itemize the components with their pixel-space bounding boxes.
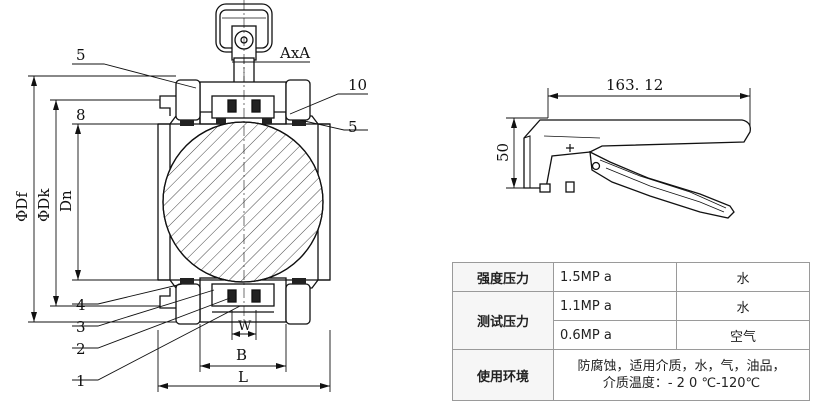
label-dn: Dn xyxy=(57,190,75,212)
label-w: W xyxy=(238,319,252,334)
environment-line-2: 介质温度：- 2 0 ℃-120℃ xyxy=(602,376,761,391)
left-ferrule xyxy=(157,79,201,325)
handle-height-dim: 50 xyxy=(494,143,512,162)
test-medium: 水 xyxy=(676,262,810,292)
label-df: ΦDf xyxy=(13,191,31,222)
table-row: 使用环境 防腐蚀，适用介质，水，气，油品， 介质温度：- 2 0 ℃-120℃ xyxy=(452,349,810,401)
row-label: 使用环境 xyxy=(452,349,554,401)
row-label: 测试压力 xyxy=(452,291,554,350)
handle-length-dim: 163. 12 xyxy=(606,76,663,94)
pressure-value: 1.1MP a xyxy=(553,291,677,321)
label-l: L xyxy=(238,368,248,386)
test-medium: 水 xyxy=(676,291,810,321)
test-medium: 空气 xyxy=(676,320,810,350)
handle-side-view xyxy=(506,88,751,219)
environment-line-1: 防腐蚀，适用介质，水，气，油品， xyxy=(577,359,786,374)
label-dk: ΦDk xyxy=(35,188,53,222)
row-label: 强度压力 xyxy=(452,262,554,292)
callout-10: 10 xyxy=(348,76,367,94)
arrow-heads xyxy=(31,76,330,389)
lower-body xyxy=(199,277,287,323)
pressure-value: 1.5MP a xyxy=(553,262,677,292)
callout-5-top: 5 xyxy=(76,46,86,64)
callout-3: 3 xyxy=(76,318,86,336)
label-axa: AxA xyxy=(279,44,310,62)
right-ferrule xyxy=(285,79,331,325)
environment-text: 防腐蚀，适用介质，水，气，油品， 介质温度：- 2 0 ℃-120℃ xyxy=(553,349,810,401)
dimension-lines xyxy=(28,61,368,392)
upper-body xyxy=(199,81,287,125)
table-row: 0.6MP a 空气 xyxy=(453,320,810,350)
seals xyxy=(180,118,306,284)
callout-8: 8 xyxy=(76,106,86,124)
spec-table: 强度压力 1.5MP a 水 测试压力 1.1MP a 水 0.6MP a 空气… xyxy=(452,262,810,401)
pressure-value: 0.6MP a xyxy=(553,320,677,350)
callout-5-right: 5 xyxy=(348,118,358,136)
label-b: B xyxy=(236,346,247,364)
callout-2: 2 xyxy=(76,340,86,358)
callout-4: 4 xyxy=(76,296,86,314)
callout-1: 1 xyxy=(76,372,86,390)
disc xyxy=(162,121,324,283)
table-row: 强度压力 1.5MP a 水 xyxy=(452,262,810,292)
table-row: 测试压力 1.1MP a 水 xyxy=(452,291,810,350)
valve-section-view xyxy=(157,0,331,325)
